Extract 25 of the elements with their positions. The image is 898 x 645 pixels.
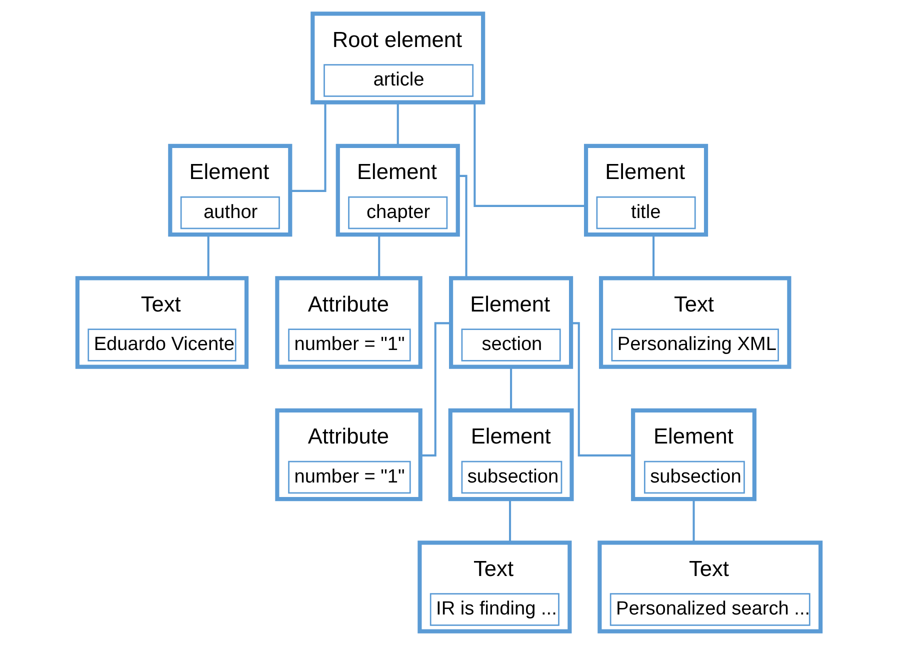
connector bbox=[652, 234, 655, 278]
connector bbox=[290, 102, 326, 192]
node-box: Element section bbox=[449, 276, 574, 369]
node-box: Root element article bbox=[310, 12, 486, 104]
node-box: Text Eduardo Vicente bbox=[75, 276, 249, 369]
node-box: Text Personalizing XML bbox=[598, 276, 792, 369]
node-box: Attribute number = "1" bbox=[275, 408, 422, 502]
node-box: Element title bbox=[584, 144, 708, 237]
node-box: Text IR is finding ... bbox=[418, 540, 572, 634]
node-box: Element subsection bbox=[631, 408, 756, 502]
connector bbox=[378, 234, 380, 278]
node-box: Attribute number = "1" bbox=[275, 276, 422, 369]
connector bbox=[571, 322, 633, 456]
connector bbox=[207, 234, 210, 278]
connector bbox=[510, 366, 512, 410]
connector bbox=[474, 102, 586, 207]
connector bbox=[458, 174, 468, 278]
node-box: Element author bbox=[168, 144, 292, 237]
connector bbox=[396, 102, 399, 146]
connector bbox=[509, 499, 512, 542]
node-box: Element subsection bbox=[448, 408, 574, 502]
node-box: Element chapter bbox=[336, 144, 460, 237]
node-box: Text Personalized search ... bbox=[598, 540, 823, 634]
connector bbox=[692, 499, 695, 542]
connector bbox=[420, 322, 452, 456]
